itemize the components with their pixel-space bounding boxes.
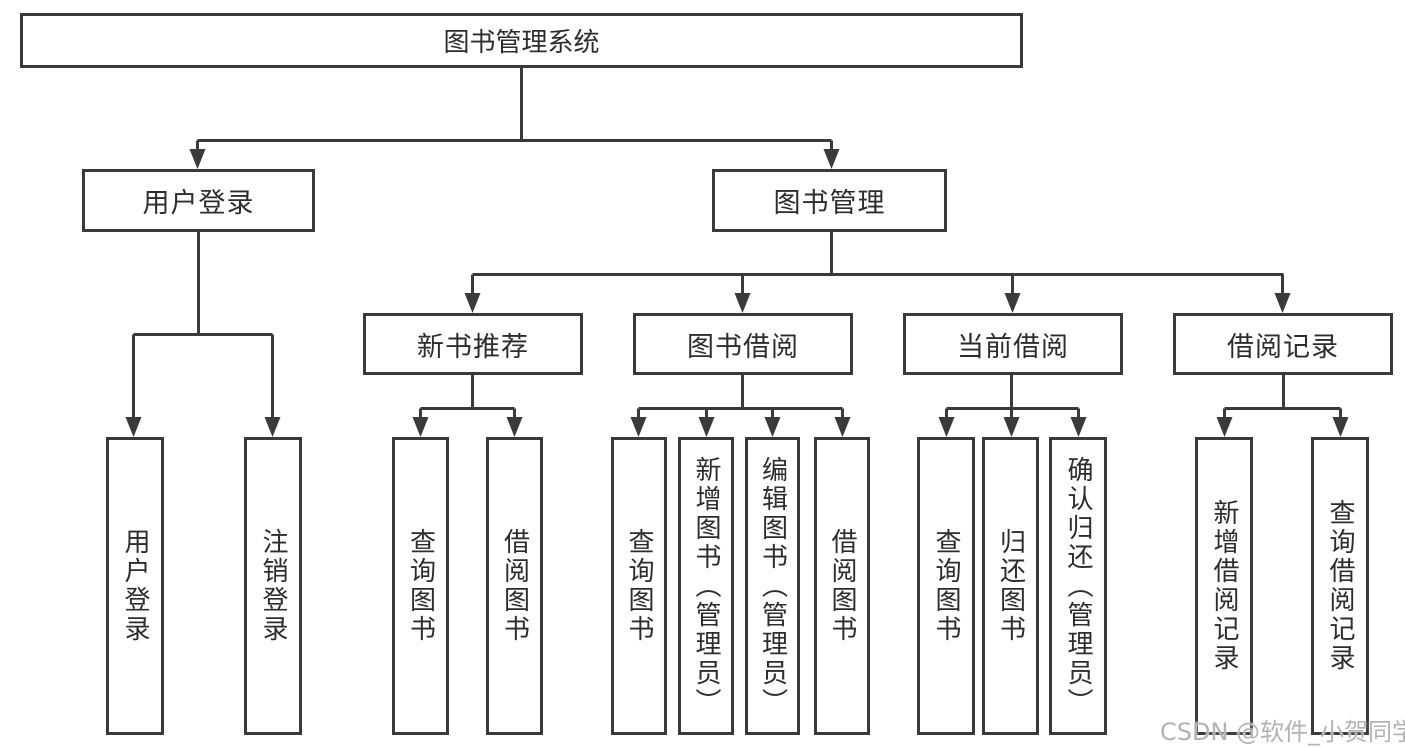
- leaf-label-return-books: 归还图书: [995, 528, 1026, 644]
- level3-label-new-book-recommend: 新书推荐: [417, 331, 529, 363]
- arrowheads-borrow-leaves: [630, 417, 851, 437]
- leaf-label-query-books-3: 查询图书: [931, 528, 961, 644]
- level2-label-book-management: 图书管理: [773, 188, 886, 219]
- leaf-label-borrow-books-2: 借阅图书: [827, 528, 857, 644]
- leaf-label-query-books-1: 查询图书: [405, 528, 436, 644]
- arrowheads-userlogin-leaves: [125, 417, 281, 437]
- arrowheads-level3: [464, 293, 1291, 313]
- leaf-label-add-borrow-record: 新增借阅记录: [1209, 499, 1239, 673]
- leaf-box-borrow-books-2: 借阅图书: [814, 437, 870, 735]
- leaf-box-query-books-3: 查询图书: [917, 437, 975, 735]
- level3-box-borrow-records: 借阅记录: [1173, 313, 1393, 375]
- arrowheads-records-leaves: [1216, 417, 1349, 437]
- root-box-library-system: 图书管理系统: [20, 13, 1023, 68]
- connector-userlogin-to-leaves: [132, 232, 274, 419]
- connector-bookmgmt-to-level3: [471, 232, 1284, 295]
- leaf-box-query-borrow-record: 查询借阅记录: [1311, 437, 1369, 735]
- leaf-label-query-books-2: 查询图书: [624, 528, 654, 644]
- leaf-box-query-books-2: 查询图书: [611, 437, 667, 735]
- connector-records-to-leaves: [1223, 375, 1342, 419]
- level3-box-new-book-recommend: 新书推荐: [363, 313, 583, 375]
- watermark-text: CSDN @软件_小贺同学: [1160, 718, 1405, 746]
- connector-recommend-to-leaves: [419, 375, 516, 419]
- leaf-box-borrow-books-1: 借阅图书: [486, 437, 543, 735]
- leaf-label-edit-books-admin: 编辑图书（管理员）: [757, 455, 788, 717]
- leaf-box-add-borrow-record: 新增借阅记录: [1195, 437, 1253, 735]
- level3-label-borrow-records: 借阅记录: [1227, 331, 1339, 363]
- connector-current-to-leaves: [945, 375, 1080, 419]
- connector-borrow-to-leaves: [637, 375, 844, 419]
- leaf-label-user-login: 用户登录: [120, 528, 150, 644]
- leaf-box-edit-books-admin: 编辑图书（管理员）: [745, 437, 800, 735]
- level3-box-current-borrow: 当前借阅: [903, 313, 1123, 375]
- level2-box-user-login: 用户登录: [82, 169, 315, 232]
- leaf-label-logout: 注销登录: [258, 528, 288, 644]
- level3-box-book-borrow: 图书借阅: [633, 313, 853, 375]
- level3-label-book-borrow: 图书借阅: [687, 331, 799, 363]
- leaf-label-borrow-books-1: 借阅图书: [499, 528, 530, 644]
- leaf-box-logout: 注销登录: [244, 437, 302, 735]
- leaf-box-user-login: 用户登录: [106, 437, 164, 735]
- leaf-label-query-borrow-record: 查询借阅记录: [1325, 499, 1355, 673]
- connector-root-to-level2: [196, 68, 833, 151]
- level3-label-current-borrow: 当前借阅: [957, 331, 1069, 363]
- arrowheads-level2: [189, 149, 840, 169]
- leaf-label-add-books-admin: 新增图书（管理员）: [691, 455, 721, 717]
- arrowheads-current-leaves: [938, 417, 1087, 437]
- leaf-box-return-books: 归还图书: [982, 437, 1039, 735]
- root-label: 图书管理系统: [443, 28, 600, 58]
- level2-box-book-management: 图书管理: [712, 169, 947, 232]
- leaf-box-query-books-1: 查询图书: [392, 437, 449, 735]
- level2-label-user-login: 用户登录: [142, 188, 255, 219]
- arrowheads-recommend-leaves: [412, 417, 523, 437]
- leaf-label-confirm-return-admin: 确认归还（管理员）: [1063, 455, 1093, 717]
- leaf-box-add-books-admin: 新增图书（管理员）: [678, 437, 734, 735]
- leaf-box-confirm-return-admin: 确认归还（管理员）: [1049, 437, 1107, 735]
